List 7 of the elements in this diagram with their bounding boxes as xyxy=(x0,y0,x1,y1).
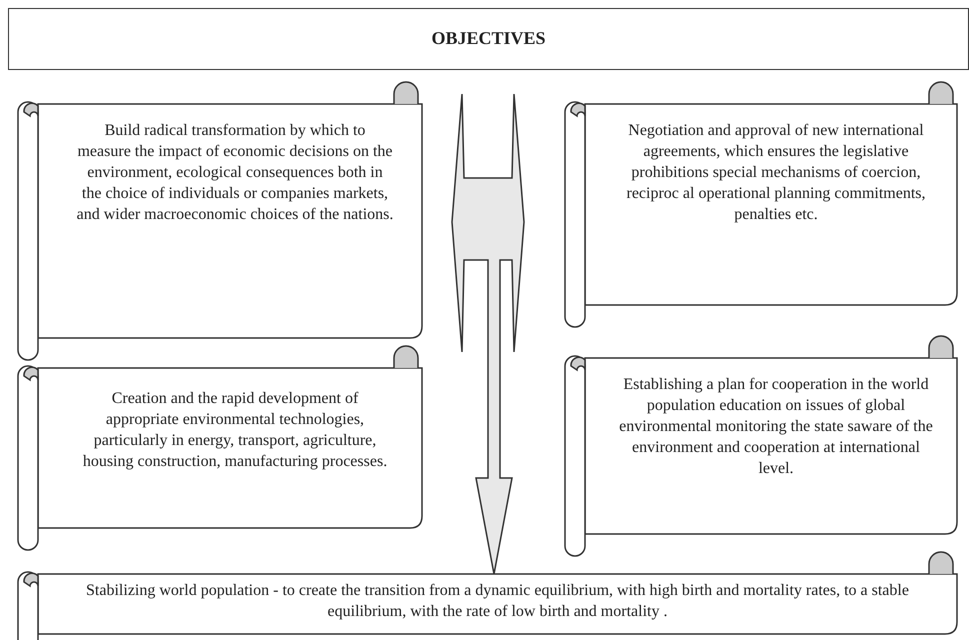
title-box xyxy=(8,8,969,70)
objective-text: Negotiation and approval of new international agreements, which ensures the legislative prohibitions special mechanisms of coercion, reciproc al operational planning commitments, penalties etc. xyxy=(625,121,926,225)
objective-text: Establishing a plan for cooperation in the world population education on issues of global environmental monitoring the state saware of the environment and cooperation at international level. xyxy=(618,375,934,479)
heading: OBJECTIVES xyxy=(430,28,547,49)
objective-text: Build radical transformation by which to measure the impact of economic decisions on the environment, ecological consequences both in the choice of individuals or companies markets, and wider macroeconomic choices of the nations. xyxy=(76,121,394,225)
objective-text: Stabilizing world population - to create the transition from a dynamic equilibrium, with high birth and mortality rates, to a stable equilibrium, with the rate of low birth and mortality . xyxy=(85,581,910,622)
objective-text: Creation and the rapid development of appropriate environmental technologies, particularly in energy, transport, agriculture, housing construction, manufacturing processes. xyxy=(82,389,388,472)
